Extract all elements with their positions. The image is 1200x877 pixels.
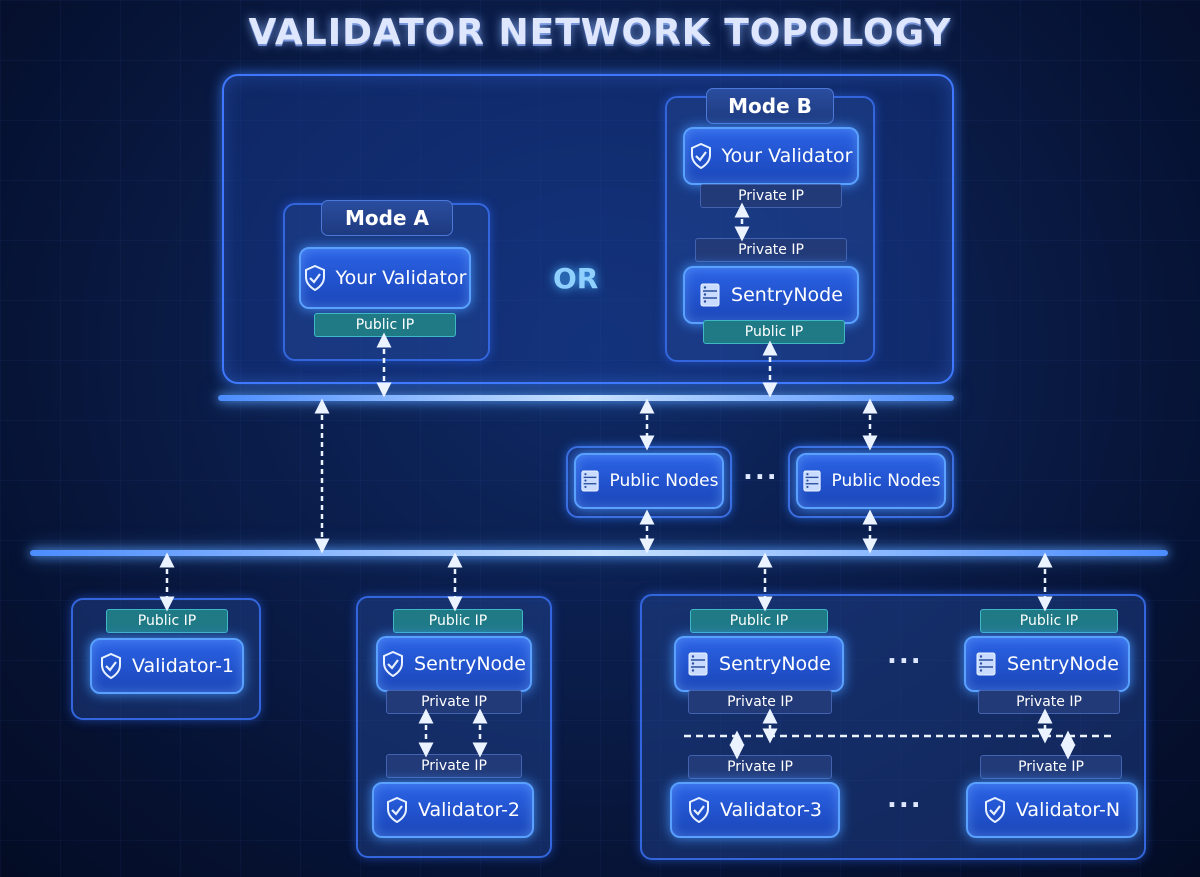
mode-b-private-ip-top: Private IP xyxy=(700,184,842,208)
validator-3-label: Validator-3 xyxy=(719,799,823,821)
lower-network-bus xyxy=(30,550,1168,556)
validator-n-node[interactable]: Validator-N xyxy=(966,782,1138,838)
group-3-left-sentry-node[interactable]: SentryNode xyxy=(674,636,844,692)
group-3-right-private-ip-top: Private IP xyxy=(978,690,1120,714)
public-nodes-ellipsis: ... xyxy=(743,456,779,486)
group-3-left-private-ip-top: Private IP xyxy=(688,690,832,714)
mode-a-public-ip: Public IP xyxy=(314,313,456,337)
validator-1-node[interactable]: Validator-1 xyxy=(90,638,244,694)
validator-n-label: Validator-N xyxy=(1015,799,1121,821)
mode-b-private-ip-bottom: Private IP xyxy=(695,238,847,262)
shield-check-icon xyxy=(304,265,325,291)
shield-check-icon xyxy=(984,797,1005,823)
server-icon xyxy=(976,652,996,676)
mode-b-validator-label: Your Validator xyxy=(721,145,853,167)
mode-b-sentry-node[interactable]: SentryNode xyxy=(683,266,859,324)
shield-check-icon xyxy=(100,653,121,679)
mode-b-sentry-label: SentryNode xyxy=(731,284,843,306)
diagram-title: VALIDATOR NETWORK TOPOLOGY xyxy=(248,12,952,53)
public-nodes-2[interactable]: Public Nodes xyxy=(796,453,946,509)
group-2-public-ip: Public IP xyxy=(393,609,523,633)
group-3-sentry-ellipsis: ... xyxy=(887,640,923,670)
group-3-left-public-ip: Public IP xyxy=(690,609,828,633)
validator-3-node[interactable]: Validator-3 xyxy=(670,782,840,838)
server-icon xyxy=(700,283,720,307)
mode-a-validator-node[interactable]: Your Validator xyxy=(299,247,471,309)
mode-b-validator-node[interactable]: Your Validator xyxy=(683,127,859,185)
server-icon xyxy=(580,470,599,492)
group-3-right-sentry-node[interactable]: SentryNode xyxy=(964,636,1130,692)
group-3-right-public-ip: Public IP xyxy=(980,609,1118,633)
upper-network-bus xyxy=(218,395,954,401)
mode-a-validator-label: Your Validator xyxy=(335,267,467,289)
validator-2-label: Validator-2 xyxy=(417,799,521,821)
shield-check-icon xyxy=(383,651,404,677)
group-2-sentry-node[interactable]: SentryNode xyxy=(376,636,532,692)
server-icon xyxy=(802,470,821,492)
validator-1-label: Validator-1 xyxy=(131,655,235,677)
public-nodes-1-label: Public Nodes xyxy=(609,471,719,491)
public-nodes-2-label: Public Nodes xyxy=(831,471,941,491)
validator-2-node[interactable]: Validator-2 xyxy=(372,782,534,838)
group-2-private-ip-top: Private IP xyxy=(386,690,522,714)
validator-1-public-ip: Public IP xyxy=(106,609,228,633)
or-label: OR xyxy=(553,262,599,295)
group-3-validator-ellipsis: ... xyxy=(887,784,923,814)
group-3-right-sentry-label: SentryNode xyxy=(1007,653,1119,675)
server-icon xyxy=(688,652,708,676)
public-nodes-1[interactable]: Public Nodes xyxy=(574,453,724,509)
mode-b-label: Mode B xyxy=(706,88,834,124)
group-2-private-ip-bottom: Private IP xyxy=(386,754,522,778)
mode-b-public-ip: Public IP xyxy=(703,320,845,344)
group-2-sentry-label: SentryNode xyxy=(414,653,526,675)
group-3-right-private-ip-bottom: Private IP xyxy=(980,755,1122,779)
shield-check-icon xyxy=(386,797,407,823)
shield-check-icon xyxy=(690,143,711,169)
group-3-left-private-ip-bottom: Private IP xyxy=(688,755,832,779)
mode-a-label: Mode A xyxy=(321,200,453,236)
shield-check-icon xyxy=(688,797,709,823)
group-3-left-sentry-label: SentryNode xyxy=(719,653,831,675)
